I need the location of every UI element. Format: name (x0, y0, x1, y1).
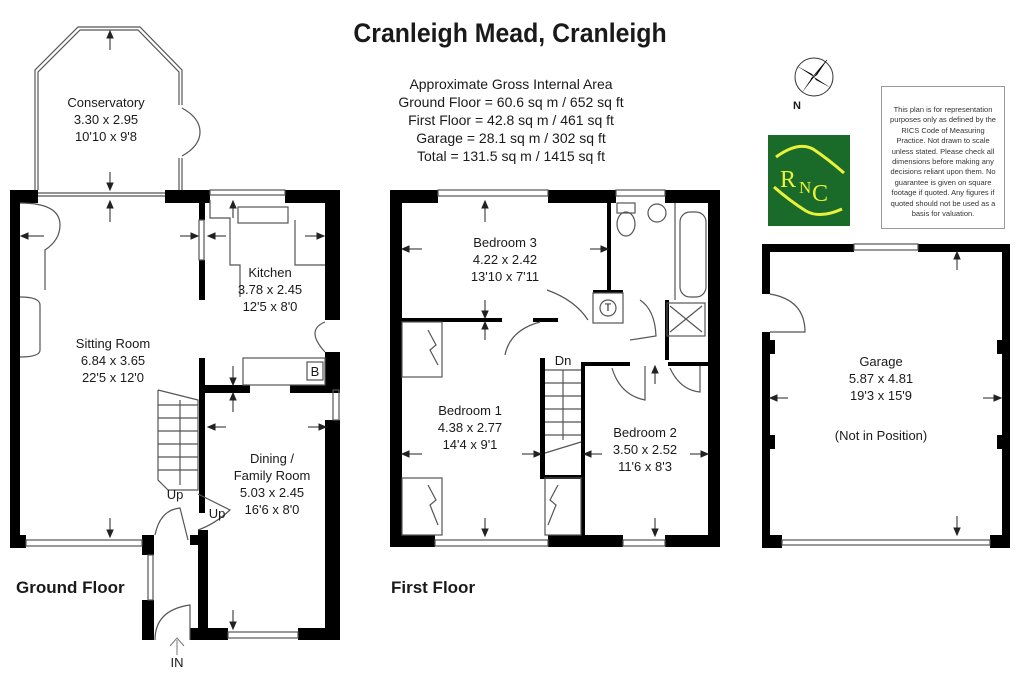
svg-text:N: N (799, 178, 811, 197)
room-metric: 3.50 x 2.52 (612, 442, 678, 457)
compass-north-label: N (793, 100, 801, 112)
first-floor-label: First Floor (391, 578, 476, 597)
room-imperial: 14'4 x 9'1 (442, 437, 498, 452)
ground-floor-label: Ground Floor (16, 578, 125, 597)
room-imperial: 22'5 x 12'0 (81, 370, 145, 385)
room-metric: 3.30 x 2.95 (73, 112, 139, 127)
boiler-marker: B (310, 364, 320, 379)
stairs-up-label: Up (166, 487, 184, 502)
cupboard-up-label: Up (208, 506, 226, 521)
room-name: Sitting Room (75, 336, 151, 351)
room-bedroom-3: Bedroom 3 4.22 x 2.42 13'10 x 7'11 (455, 234, 555, 285)
area-heading: Approximate Gross Internal Area (409, 76, 613, 92)
room-bedroom-2: Bedroom 2 3.50 x 2.52 11'6 x 8'3 (600, 424, 690, 475)
svg-text:C: C (812, 181, 828, 207)
room-conservatory: Conservatory 3.30 x 2.95 10'10 x 9'8 (56, 94, 156, 145)
room-imperial: 13'10 x 7'11 (470, 269, 540, 284)
room-metric: 3.78 x 2.45 (237, 282, 303, 297)
room-kitchen: Kitchen 3.78 x 2.45 12'5 x 8'0 (230, 264, 310, 315)
room-name: Kitchen (248, 265, 292, 280)
stairs-down-label: Dn (554, 353, 572, 368)
area-ground-floor: Ground Floor = 60.6 sq m / 652 sq ft (398, 94, 624, 110)
room-name-line2: Family Room (233, 468, 311, 483)
room-name: Garage (859, 354, 903, 369)
room-sitting-room: Sitting Room 6.84 x 3.65 22'5 x 12'0 (58, 335, 168, 386)
room-imperial: 10'10 x 9'8 (74, 129, 138, 144)
area-total: Total = 131.5 sq m / 1415 sq ft (417, 148, 605, 164)
room-garage: Garage 5.87 x 4.81 19'3 x 15'9 (826, 353, 936, 404)
room-metric: 4.22 x 2.42 (472, 252, 538, 267)
entrance-label: IN (170, 655, 184, 670)
disclaimer-box: This plan is for representation purposes… (881, 86, 1005, 229)
room-name: Conservatory (67, 95, 145, 110)
area-summary: Approximate Gross Internal Area Ground F… (380, 75, 642, 165)
room-name: Dining / (249, 451, 295, 466)
area-first-floor: First Floor = 42.8 sq m / 461 sq ft (408, 112, 614, 128)
tank-marker: T (604, 302, 612, 314)
room-imperial: 12'5 x 8'0 (242, 299, 298, 314)
room-name: Bedroom 2 (613, 425, 677, 440)
room-name: Bedroom 3 (473, 235, 537, 250)
room-name: Bedroom 1 (438, 403, 502, 418)
room-dining-family: Dining / Family Room 5.03 x 2.45 16'6 x … (222, 450, 322, 518)
room-metric: 5.87 x 4.81 (848, 371, 914, 386)
room-imperial: 16'6 x 8'0 (244, 502, 300, 517)
room-metric: 5.03 x 2.45 (239, 485, 305, 500)
room-imperial: 11'6 x 8'3 (618, 459, 672, 474)
agency-logo: R N C (768, 135, 850, 226)
area-garage: Garage = 28.1 sq m / 302 sq ft (416, 130, 606, 146)
compass-icon (791, 54, 837, 100)
room-metric: 6.84 x 3.65 (80, 353, 146, 368)
page-title: Cranleigh Mead, Cranleigh (353, 18, 667, 48)
garage-note: (Not in Position) (834, 428, 928, 443)
room-metric: 4.38 x 2.77 (437, 420, 503, 435)
room-imperial: 19'3 x 15'9 (849, 388, 913, 403)
logo-letter-r: R (780, 167, 796, 193)
room-bedroom-1: Bedroom 1 4.38 x 2.77 14'4 x 9'1 (425, 402, 515, 453)
